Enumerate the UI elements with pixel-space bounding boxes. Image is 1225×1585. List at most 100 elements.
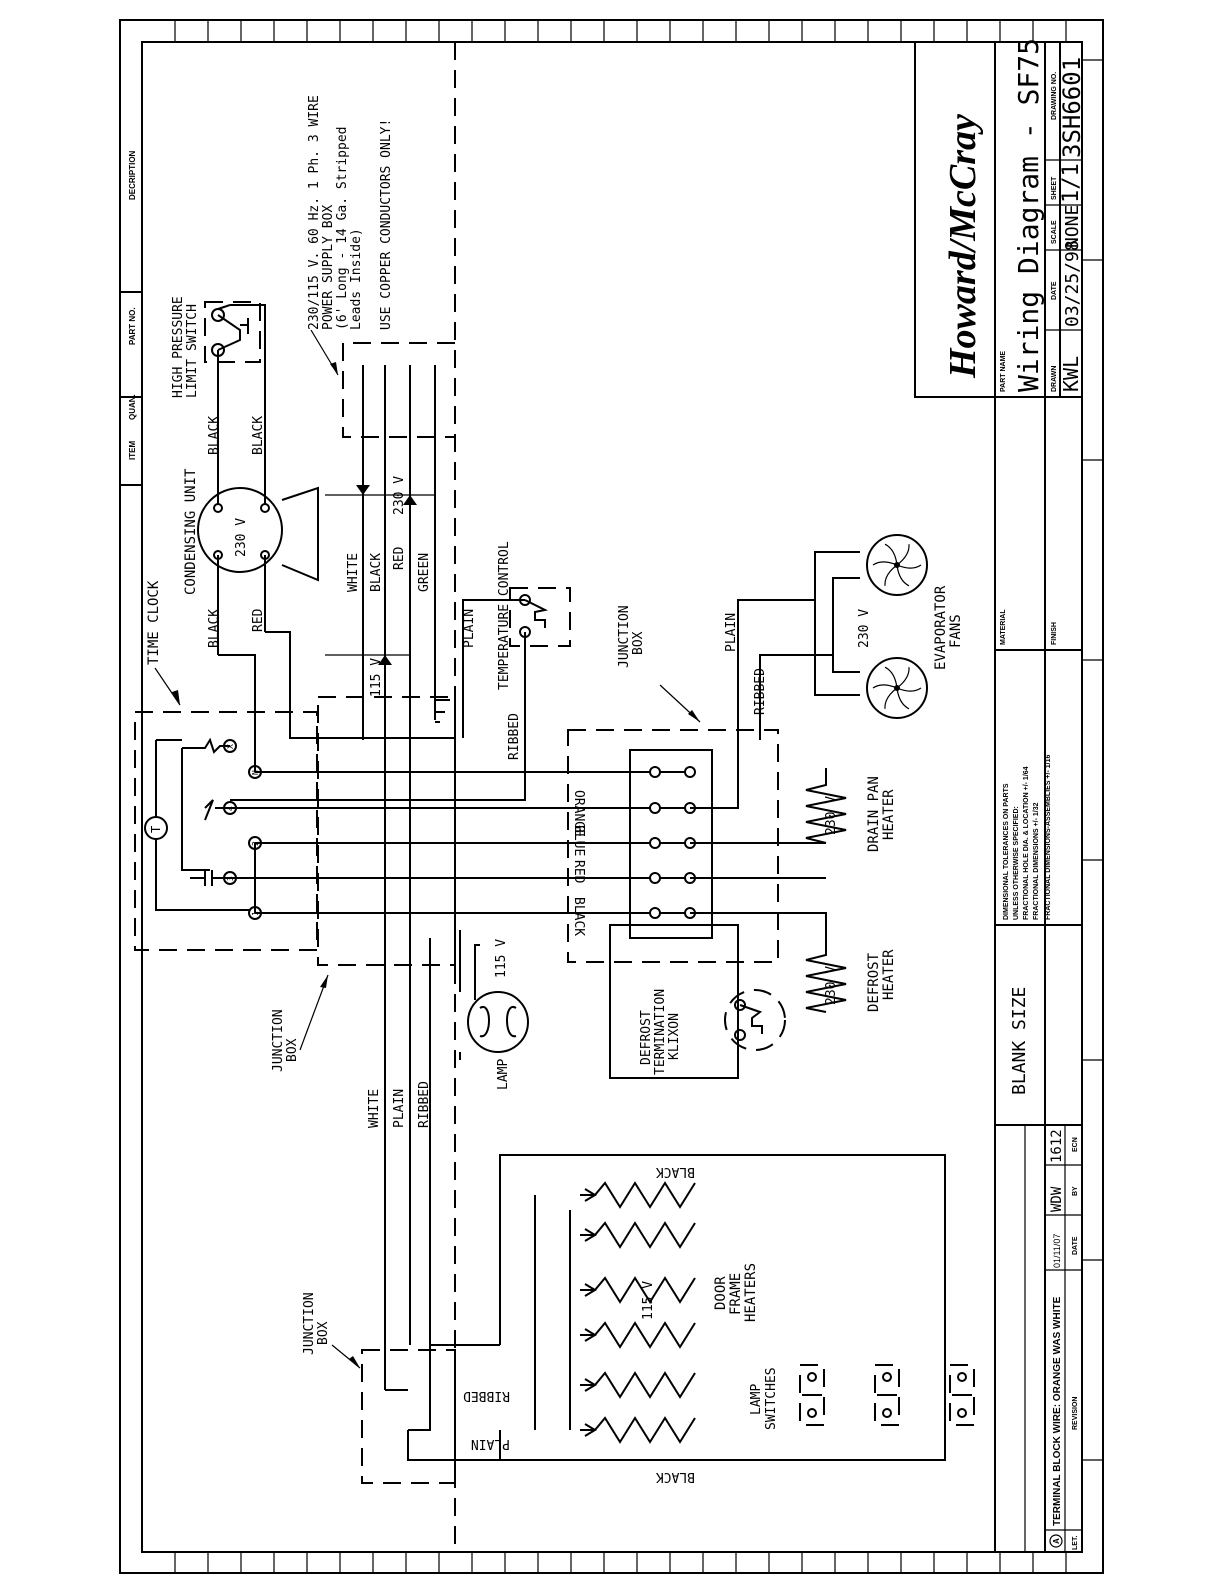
power-supply-note-4: Leads Inside) — [349, 228, 364, 330]
wire-label-white-supply: WHITE — [346, 553, 361, 592]
revision-block: LET. REVISION DATE BY ECN A TERMINAL BLO… — [995, 1124, 1082, 1552]
date-label: DATE — [1051, 281, 1058, 300]
drawing-no-label: DRAWING NO. — [1051, 72, 1058, 120]
terminal-block-screws — [649, 766, 696, 919]
evap-fans-230v: 230 V — [857, 609, 872, 648]
wire-label-white-lower: WHITE — [367, 1089, 382, 1128]
condensing-unit-label: CONDENSING UNIT — [183, 468, 199, 595]
evaporator-fans: 230 V EVAPORATOR FANS PLAIN RIBBED — [724, 534, 964, 740]
lamp-symbol — [467, 991, 529, 1053]
defrost-heater-label-1: DEFROST — [866, 952, 882, 1012]
rev-text: TERMINAL BLOCK WIRE: ORANGE WAS WHITE — [1052, 1296, 1063, 1526]
supply-230v-label: 230 V — [392, 476, 407, 515]
evaporator-fan-1 — [866, 534, 928, 596]
temperature-control: TEMPERATURE CONTROL PLAIN RIBBED — [230, 541, 571, 801]
wire-label-plain-lower: PLAIN — [392, 1089, 407, 1128]
terminal-X — [223, 739, 237, 753]
wire-label-black-hp2: BLACK — [251, 416, 266, 455]
sheet-value: 1/1 — [1059, 163, 1084, 203]
title-block: Howard/McCray PART NAME Wiring Diagram -… — [914, 38, 1086, 1552]
rev-date-label: DATE — [1072, 1236, 1079, 1255]
scale-label: SCALE — [1051, 220, 1058, 244]
wire-label-red-cu: RED — [251, 608, 266, 632]
rev-revision-label: REVISION — [1072, 1397, 1079, 1430]
drawn-value: KWL — [1059, 356, 1083, 392]
hp-switch-label-1: HIGH PRESSURE — [171, 296, 186, 398]
defrost-termination-klixon: DEFROST TERMINATION KLIXON — [609, 924, 786, 1079]
wire-label-red-tb: RED — [571, 860, 586, 884]
rev-ecn-label: ECN — [1072, 1137, 1079, 1152]
lamp-switch-symbols — [799, 1364, 975, 1426]
wire-label-ribbed-evap: RIBBED — [753, 668, 768, 715]
junction-box-2-label-1: JUNCTION — [617, 605, 632, 668]
lamp-115v: 115 V — [494, 939, 509, 978]
door-heaters-label-1: DOOR — [713, 1276, 729, 1310]
finish-label: FINISH — [1051, 622, 1058, 645]
drain-pan-heater-label-1: DRAIN PAN — [866, 776, 882, 852]
copper-note: USE COPPER CONDUCTORS ONLY! — [379, 119, 394, 330]
date-value: 03/25/98 — [1062, 240, 1083, 327]
drain-pan-heater-element — [805, 775, 847, 844]
rev-by-label: BY — [1072, 1186, 1079, 1196]
material-label: MATERIAL — [1000, 609, 1007, 645]
wire-label-black-cu: BLACK — [207, 609, 222, 648]
rev-letter: A — [1052, 1538, 1061, 1544]
fan-blades — [872, 543, 922, 710]
drawn-label: DRAWN — [1051, 366, 1058, 392]
temp-control-label: TEMPERATURE CONTROL — [497, 541, 512, 690]
wire-label-plain-tc: PLAIN — [462, 609, 477, 648]
terminal-label: X — [226, 744, 235, 749]
part-name-label: PART NAME — [1000, 351, 1007, 392]
frame-ticks — [174, 20, 1103, 1573]
parts-header-description: DECRIPTION — [128, 150, 137, 200]
tolerance-line-4: FRACTIONAL DIMENSIONS +/- 1/32 — [1033, 802, 1040, 920]
junction-box-3-label-1: JUNCTION — [302, 1292, 317, 1355]
power-supply-box: 230/115 V. 60 Hz. 1 Ph. 3 WIRE POWER SUP… — [307, 95, 455, 438]
junction-box-center: JUNCTION BOX — [271, 696, 456, 1072]
parts-header-item: ITEM — [128, 441, 137, 460]
drain-pan-heater-230v: 230 V — [824, 796, 839, 835]
wire-label-plain-door: PLAIN — [471, 1436, 510, 1451]
door-heaters-label-2: FRAME — [728, 1273, 744, 1315]
supply-115v-label: 115 V — [369, 658, 384, 697]
high-pressure-limit-switch: HIGH PRESSURE LIMIT SWITCH BLACK BLACK — [171, 296, 266, 505]
lamp-switches-label-2: SWITCHES — [764, 1367, 779, 1430]
condensing-unit-230v: 230 V — [234, 518, 249, 557]
evap-fans-label-2: FANS — [948, 614, 964, 648]
wire-label-blue-tb: BLUE — [571, 825, 586, 856]
defrost-heater-230v: 230 V — [824, 966, 839, 1005]
blank-size-text: BLANK SIZE — [1009, 987, 1030, 1095]
wire-label-plain-evap: PLAIN — [724, 613, 739, 652]
defrost-heater-label-2: HEATER — [881, 949, 897, 1000]
wire-label-black-supply: BLACK — [369, 553, 384, 592]
part-name-value: Wiring Diagram - SF75 — [1012, 38, 1045, 392]
door-heaters-label-3: HEATERS — [743, 1263, 759, 1322]
junction-box-1-label-2: BOX — [285, 1038, 300, 1062]
wire-label-black-tb: BLACK — [571, 897, 586, 936]
lamp: LAMP 115 V — [459, 930, 529, 1090]
tolerance-line-5: FRACTIONAL DIMENSIONS-ASSEMBLIES +/- 1/1… — [1045, 755, 1052, 920]
condensing-unit: 230 V CONDENSING UNIT BLACK RED — [183, 468, 455, 772]
parts-header-part-no: PART NO. — [128, 307, 137, 345]
timer-motor-t: T — [149, 826, 163, 833]
parts-list-header: DECRIPTION PART NO. QUAN. ITEM — [120, 150, 142, 486]
wire-label-black-hp1: BLACK — [207, 416, 222, 455]
rev-date: 01/11/07 — [1052, 1234, 1062, 1268]
rev-by: WDW — [1049, 1186, 1065, 1212]
wire-label-orange-tb: ORANGE — [571, 790, 586, 837]
sheet-frame — [119, 19, 1104, 1574]
evaporator-fan-2 — [866, 657, 928, 719]
sheet-label: SHEET — [1051, 176, 1058, 200]
lamp-label: LAMP — [496, 1059, 511, 1090]
wire-label-black-bottom: BLACK — [656, 1469, 695, 1484]
power-supply-note-1: 230/115 V. 60 Hz. 1 Ph. 3 WIRE — [307, 95, 322, 330]
wire-label-green-supply: GREEN — [417, 553, 432, 592]
time-clock-label: TIME CLOCK — [146, 580, 162, 665]
drawing-no-value: 3SH6601 — [1058, 57, 1086, 158]
supply-wires: WHITE BLACK RED GREEN 230 V 115 V — [325, 365, 450, 1345]
evap-fans-label-1: EVAPORATOR — [933, 585, 949, 670]
junction-box-2-label-2: BOX — [631, 631, 646, 655]
